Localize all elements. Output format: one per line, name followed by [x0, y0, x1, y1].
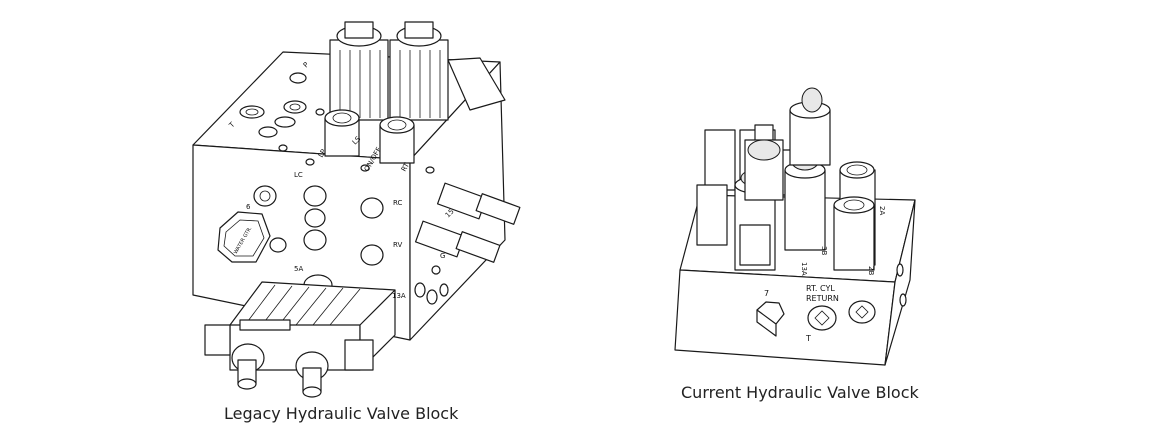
- legacy-label-p: P: [302, 61, 311, 70]
- legacy-label-g: G: [440, 252, 445, 260]
- current-label-3b: 3B: [820, 246, 828, 255]
- current-cartridges: [734, 87, 876, 271]
- current-front-ports: [756, 263, 907, 337]
- current-label-t: T: [805, 334, 811, 343]
- legacy-label-rv: RV: [393, 241, 402, 249]
- legacy-top-fittings: [305, 109, 435, 174]
- legacy-side-fittings: [414, 182, 521, 305]
- legacy-label-lp: LP: [317, 148, 328, 159]
- current-label-rt-cyl: RT. CYL: [806, 284, 835, 293]
- legacy-bottom-solenoids: [204, 281, 396, 398]
- legacy-label-6: 6: [246, 203, 251, 211]
- legacy-label-5a: 5A: [294, 265, 303, 273]
- legacy-hex-cap: WATER GTR.: [217, 211, 271, 263]
- legacy-caption: Legacy Hydraulic Valve Block: [224, 404, 459, 423]
- legacy-top-ports: [239, 72, 325, 152]
- current-block-side-face: [884, 199, 916, 366]
- legacy-label-rc: RC: [393, 199, 403, 207]
- current-label-2a: 2A: [878, 206, 886, 215]
- legacy-label-t: T: [227, 120, 237, 130]
- current-labels: 7 RT. CYL RETURN T 13A 3B 2A 2B: [764, 206, 886, 343]
- legacy-label-15: 15: [444, 207, 456, 219]
- current-valve-block: 7 RT. CYL RETURN T 13A 3B 2A 2B: [674, 87, 916, 366]
- current-label-return: RETURN: [806, 294, 839, 303]
- legacy-label-ls: LS: [351, 134, 363, 146]
- current-label-2b: 2B: [867, 266, 875, 275]
- legacy-label-13a: 13A: [392, 292, 406, 300]
- current-label-7: 7: [764, 289, 769, 298]
- current-caption: Current Hydraulic Valve Block: [681, 383, 919, 402]
- legacy-label-rt: RT: [400, 161, 412, 173]
- legacy-solenoid-coils: [329, 21, 506, 121]
- legacy-valve-block: WATER GTR.: [192, 21, 521, 398]
- current-label-13a: 13A: [800, 262, 808, 276]
- legacy-label-lc: LC: [294, 171, 303, 179]
